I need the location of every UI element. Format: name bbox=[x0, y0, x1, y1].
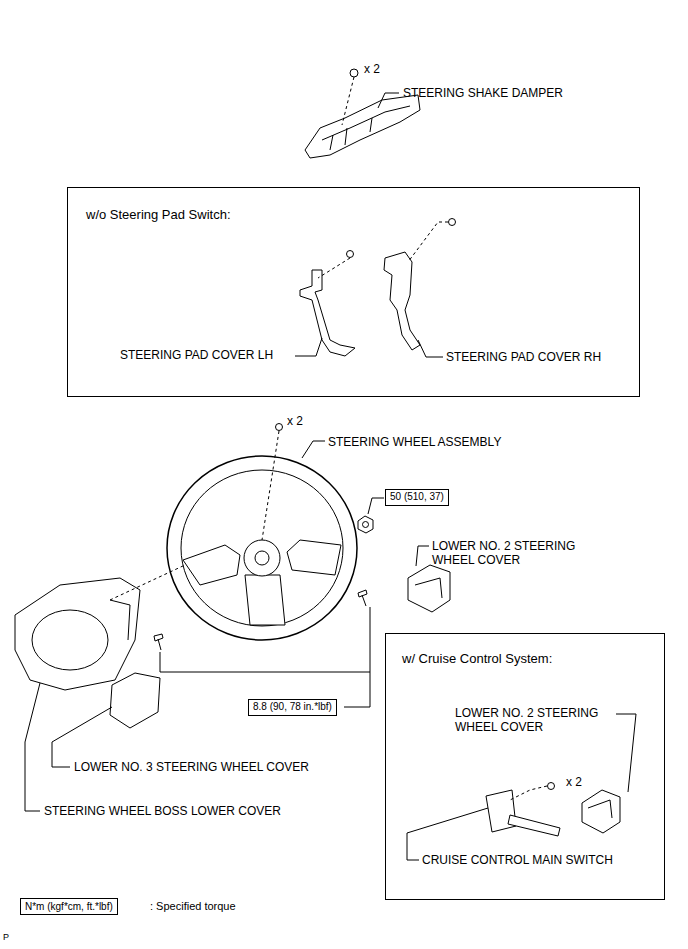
part-label: STEERING WHEEL ASSEMBLY bbox=[328, 435, 501, 449]
torque-box: 8.8 (90, 78 in.*lbf) bbox=[248, 699, 337, 716]
quantity-label: x 2 bbox=[287, 414, 303, 428]
part-label: LOWER NO. 3 STEERING WHEEL COVER bbox=[74, 760, 309, 774]
part-label: STEERING WHEEL BOSS LOWER COVER bbox=[44, 804, 281, 818]
part-label: CRUISE CONTROL MAIN SWITCH bbox=[422, 853, 613, 867]
quantity-label: x 2 bbox=[364, 62, 380, 76]
part-label: STEERING PAD COVER RH bbox=[446, 350, 601, 364]
quantity-label: x 2 bbox=[566, 775, 582, 789]
legend-text: : Specified torque bbox=[150, 900, 236, 913]
condition-frame: w/o Steering Pad Switch: bbox=[67, 187, 640, 397]
condition-heading: w/o Steering Pad Switch: bbox=[86, 208, 639, 223]
condition-heading: w/ Cruise Control System: bbox=[402, 652, 664, 667]
torque-value: 8.8 (90, 78 in.*lbf) bbox=[253, 701, 332, 713]
torque-value: 50 (510, 37) bbox=[390, 491, 444, 503]
legend-unit-box: N*m (kgf*cm, ft.*lbf) bbox=[20, 898, 118, 915]
torque-box: 50 (510, 37) bbox=[385, 489, 449, 506]
part-label: STEERING SHAKE DAMPER bbox=[403, 86, 563, 100]
part-label: LOWER NO. 2 STEERING WHEEL COVER bbox=[455, 706, 610, 735]
part-label: LOWER NO. 2 STEERING WHEEL COVER bbox=[432, 539, 587, 568]
part-drawings bbox=[15, 69, 620, 836]
assembly-lines bbox=[110, 77, 547, 800]
figure-code: P bbox=[3, 932, 9, 943]
torque-value: N*m (kgf*cm, ft.*lbf) bbox=[25, 901, 113, 913]
part-label: STEERING PAD COVER LH bbox=[120, 348, 273, 362]
